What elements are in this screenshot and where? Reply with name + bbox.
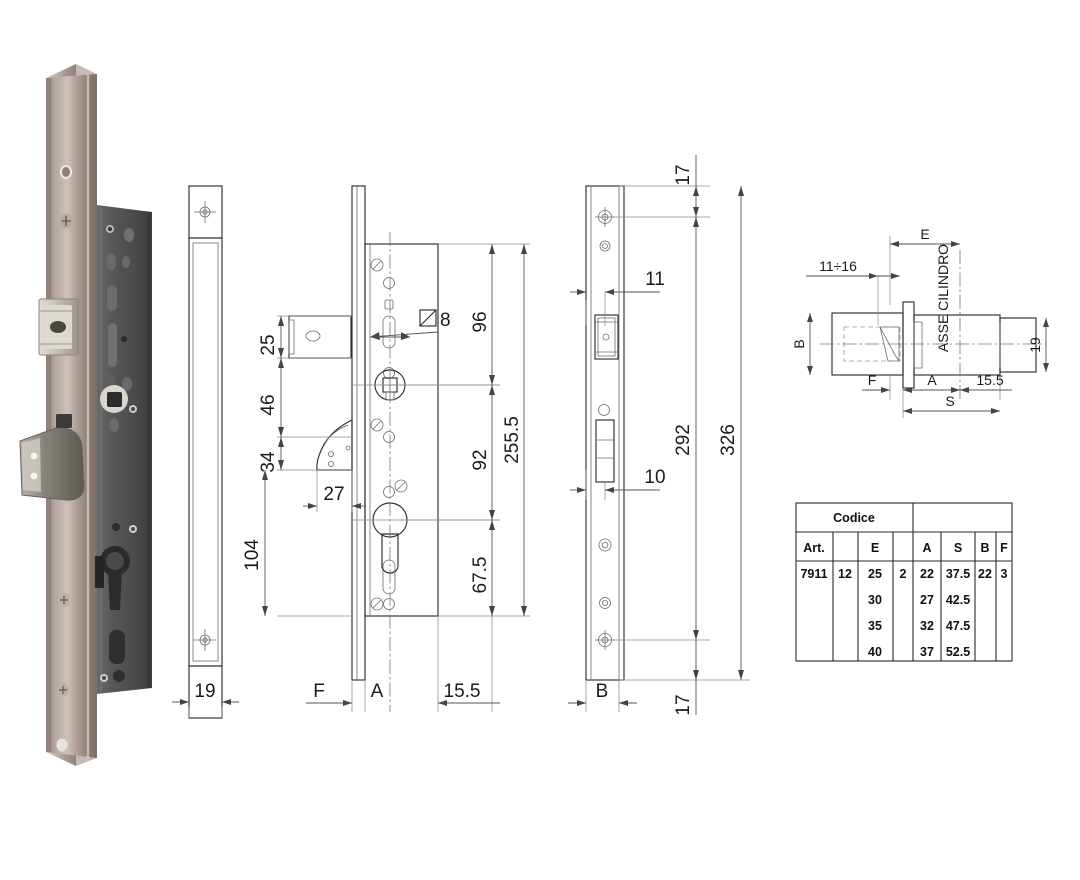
table-header-s: S <box>954 541 962 555</box>
table-cell: 35 <box>868 619 882 633</box>
dim-E: E <box>920 226 929 242</box>
table-cell: 40 <box>868 645 882 659</box>
dim-E-group: E <box>889 226 960 305</box>
table-cell: 2 <box>900 567 907 581</box>
table-row: 35 32 47.5 <box>868 619 970 633</box>
dim-A-cyl: A <box>927 372 937 388</box>
dim-104: 104 <box>242 539 263 571</box>
dim-chain-right: 96 92 67.5 255.5 <box>400 243 530 617</box>
table-header-b: B <box>980 541 989 555</box>
table-cell: 12 <box>838 567 852 581</box>
table-cell: 47.5 <box>946 619 970 633</box>
table-cell: 3 <box>1001 567 1008 581</box>
cylinder-axis-label: ASSE CILINDRO <box>935 244 951 352</box>
dim-11: 11 <box>645 269 665 290</box>
view-lock-front: 11 10 17 <box>568 155 750 716</box>
dim-17-top: 17 <box>673 164 694 185</box>
dim-19-cyl-group: 19 <box>1027 318 1049 372</box>
dim-B: B <box>596 681 609 702</box>
table-cell: 30 <box>868 593 882 607</box>
latch-front <box>594 314 619 360</box>
hook-front <box>595 404 615 483</box>
dim-A: A <box>371 681 384 702</box>
table-cell: 22 <box>920 567 934 581</box>
table-cell: 27 <box>920 593 934 607</box>
table-cell: 25 <box>868 567 882 581</box>
table-group-header: Codice <box>833 511 875 525</box>
dim-B-cyl: B <box>791 339 807 348</box>
dim-67-5: 67.5 <box>470 557 491 594</box>
dim-11-16-group: 11÷16 <box>806 258 900 325</box>
dim-chain-cyl-bottom: F A 15.5 S <box>862 372 1012 418</box>
dim-96: 96 <box>470 311 491 332</box>
table-header-a: A <box>922 541 931 555</box>
dim-B-cyl-group: B <box>791 313 813 375</box>
dim-B-group: B <box>568 680 637 712</box>
dim-15-5: 15.5 <box>444 681 481 702</box>
dim-chain-bottom-main: F A 15.5 <box>306 616 500 712</box>
photo-faceplate-holes <box>56 165 73 752</box>
dim-292-group: 292 <box>673 217 699 640</box>
table-row: 40 37 52.5 <box>868 645 970 659</box>
table-cell: 37 <box>920 645 934 659</box>
specification-table: Codice Art. E A S B F 7911 12 25 2 22 37… <box>795 502 1013 662</box>
table-cell: 52.5 <box>946 645 970 659</box>
table-cell: 42.5 <box>946 593 970 607</box>
table-cell: 32 <box>920 619 934 633</box>
square-bar-callout: 8 <box>369 309 451 340</box>
dim-27-group: 27 <box>303 470 366 512</box>
photo-latch-bolt <box>38 298 79 356</box>
photo-lock-body <box>95 205 152 694</box>
dim-326-group: 326 <box>619 186 750 681</box>
dim-25: 25 <box>258 334 279 355</box>
table-header-art: Art. <box>803 541 825 555</box>
dim-17-bottom-group: 17 <box>612 639 710 716</box>
dim-11-16: 11÷16 <box>819 258 857 274</box>
dim-F-cyl: F <box>868 372 877 388</box>
dim-292: 292 <box>673 424 694 456</box>
view-faceplate-edge: 19 <box>172 185 239 719</box>
table-cell: 22 <box>978 567 992 581</box>
dim-S: S <box>945 393 954 409</box>
latch-head <box>288 315 352 359</box>
faceplate-fixings <box>370 258 408 611</box>
dim-34: 34 <box>258 451 279 473</box>
dim-46: 46 <box>258 394 279 415</box>
dim-F: F <box>313 681 325 702</box>
dim-27: 27 <box>323 484 344 505</box>
dim-255-5: 255.5 <box>502 416 523 464</box>
dim-11-group: 11 <box>570 269 665 326</box>
square-bar-size: 8 <box>440 310 451 331</box>
dim-10: 10 <box>644 467 665 488</box>
dim-10-group: 10 <box>570 467 666 500</box>
table-row: 7911 12 25 2 22 37.5 22 3 <box>800 567 1007 581</box>
table-header-f: F <box>1000 541 1008 555</box>
photo-hook-bolt <box>19 414 85 501</box>
table-header-e: E <box>871 541 879 555</box>
dim-15-5-cyl: 15.5 <box>976 372 1003 388</box>
dim-19-cyl: 19 <box>1027 337 1043 353</box>
table-cell: 37.5 <box>946 567 970 581</box>
dim-chain-left: 25 46 34 104 <box>242 315 352 617</box>
dim-17-top-group: 17 <box>612 155 710 218</box>
table-row: 30 27 42.5 <box>868 593 970 607</box>
view-cylinder-detail: E 11÷16 ASSE CILINDRO B <box>791 226 1049 418</box>
dim-faceplate-19: 19 <box>194 681 215 702</box>
dim-17-bottom: 17 <box>673 694 694 715</box>
dim-92: 92 <box>470 449 491 470</box>
hook-bolt-detail <box>316 419 353 471</box>
table-cell: 7911 <box>800 567 827 581</box>
view-lock-body-side: 25 46 34 104 <box>242 185 530 712</box>
dim-326: 326 <box>718 424 739 456</box>
